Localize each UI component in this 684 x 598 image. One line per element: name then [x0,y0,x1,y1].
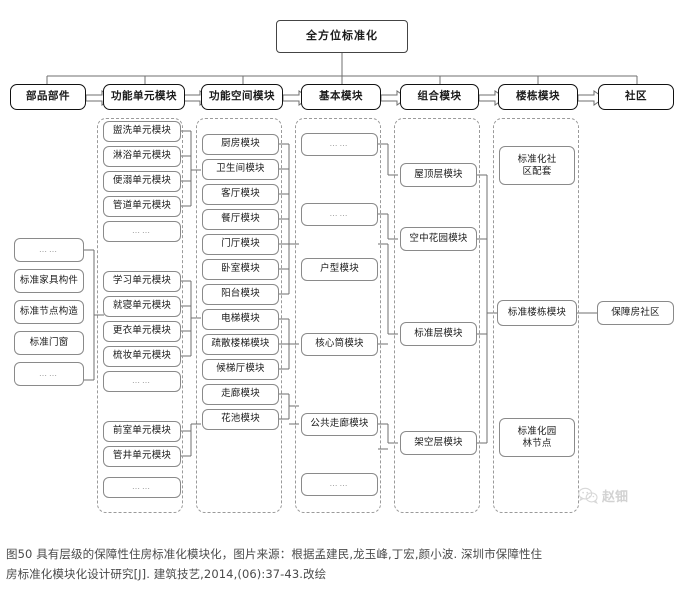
funcunit-item-2[interactable]: 便溺单元模块 [103,171,181,192]
funcspace-item-0[interactable]: 厨房模块 [202,134,279,155]
funcspace-item-5[interactable]: 卧室模块 [202,259,279,280]
combo-item-0[interactable]: 屋顶层模块 [400,163,477,187]
funcunit-item-0[interactable]: 盥洗单元模块 [103,121,181,142]
funcspace-item-7[interactable]: 电梯模块 [202,309,279,330]
group-combo [394,118,480,513]
basic-item-2[interactable]: 户型模块 [301,258,378,281]
basic-item-1[interactable]: …… [301,203,378,226]
funcspace-item-8[interactable]: 疏散楼梯模块 [202,334,279,355]
funcunit-item-10[interactable]: 前室单元模块 [103,421,181,442]
funcspace-item-3[interactable]: 餐厅模块 [202,209,279,230]
group-building [493,118,579,513]
level-header-community[interactable]: 社区 [598,84,674,110]
basic-item-4[interactable]: 公共走廊模块 [301,413,378,436]
level-header-building[interactable]: 楼栋模块 [498,84,578,110]
funcunit-item-6[interactable]: 就寝单元模块 [103,296,181,317]
funcunit-item-8[interactable]: 梳妆单元模块 [103,346,181,367]
funcunit-item-4[interactable]: …… [103,221,181,242]
watermark: 赵钿 [578,486,628,505]
parts-item-0[interactable]: …… [14,238,84,262]
community-item-0[interactable]: 保障房社区 [597,301,674,325]
parts-item-2[interactable]: 标准节点构造 [14,300,84,324]
level-header-parts[interactable]: 部品部件 [10,84,86,110]
parts-item-3[interactable]: 标准门窗 [14,331,84,355]
building-item-2[interactable]: 标准化园 林节点 [499,418,575,457]
root-node[interactable]: 全方位标准化 [276,20,408,53]
funcspace-item-9[interactable]: 候梯厅模块 [202,359,279,380]
combo-item-1[interactable]: 空中花园模块 [400,227,477,251]
parts-item-1[interactable]: 标准家具构件 [14,269,84,293]
building-item-0[interactable]: 标准化社 区配套 [499,146,575,185]
funcunit-item-9[interactable]: …… [103,371,181,392]
funcspace-item-6[interactable]: 阳台模块 [202,284,279,305]
parts-item-4[interactable]: …… [14,362,84,386]
basic-item-3[interactable]: 核心筒模块 [301,333,378,356]
level-header-funcunit[interactable]: 功能单元模块 [103,84,185,110]
funcunit-item-7[interactable]: 更衣单元模块 [103,321,181,342]
basic-item-5[interactable]: …… [301,473,378,496]
funcspace-item-4[interactable]: 门厅模块 [202,234,279,255]
figure-caption: 图50 具有层级的保障性住房标准化模块化，图片来源：根据孟建民,龙玉峰,丁宏,颜… [6,544,678,584]
funcunit-item-5[interactable]: 学习单元模块 [103,271,181,292]
funcspace-item-10[interactable]: 走廊模块 [202,384,279,405]
watermark-text: 赵钿 [602,490,629,505]
funcspace-item-2[interactable]: 客厅模块 [202,184,279,205]
caption-line-2: 房标准化模块化设计研究[J]. 建筑技艺,2014,(06):37-43.改绘 [6,567,327,582]
caption-line-1: 图50 具有层级的保障性住房标准化模块化，图片来源：根据孟建民,龙玉峰,丁宏,颜… [6,547,543,561]
funcspace-item-11[interactable]: 花池模块 [202,409,279,430]
funcunit-item-12[interactable]: …… [103,477,181,498]
funcunit-item-11[interactable]: 管井单元模块 [103,446,181,467]
building-item-1[interactable]: 标准楼栋模块 [497,300,577,326]
group-funcunit [97,118,183,513]
funcunit-item-1[interactable]: 淋浴单元模块 [103,146,181,167]
level-header-basic[interactable]: 基本模块 [301,84,381,110]
basic-item-0[interactable]: …… [301,133,378,156]
combo-item-3[interactable]: 架空层模块 [400,431,477,455]
funcunit-item-3[interactable]: 管道单元模块 [103,196,181,217]
funcspace-item-1[interactable]: 卫生间模块 [202,159,279,180]
group-funcspace [196,118,282,513]
combo-item-2[interactable]: 标准层模块 [400,322,477,346]
wechat-icon [578,487,598,504]
level-header-combo[interactable]: 组合模块 [400,84,479,110]
level-header-funcspace[interactable]: 功能空间模块 [201,84,283,110]
group-basic [295,118,381,513]
